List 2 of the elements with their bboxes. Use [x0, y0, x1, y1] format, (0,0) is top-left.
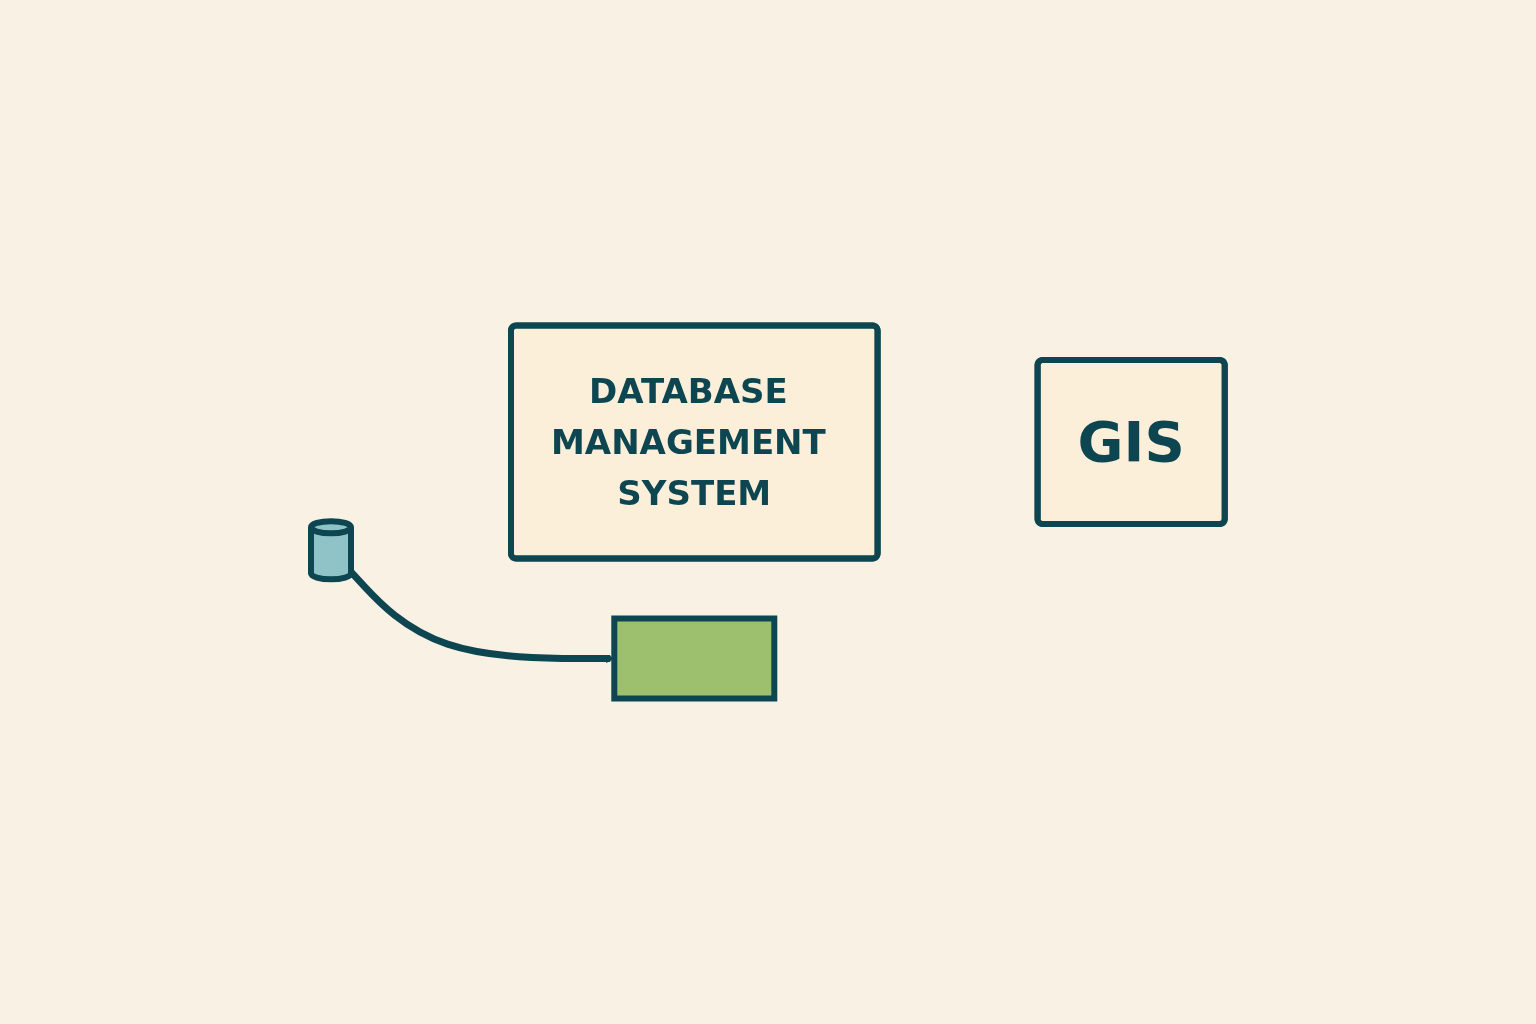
- node-box: [611, 615, 778, 702]
- node-cylinder: [308, 518, 355, 583]
